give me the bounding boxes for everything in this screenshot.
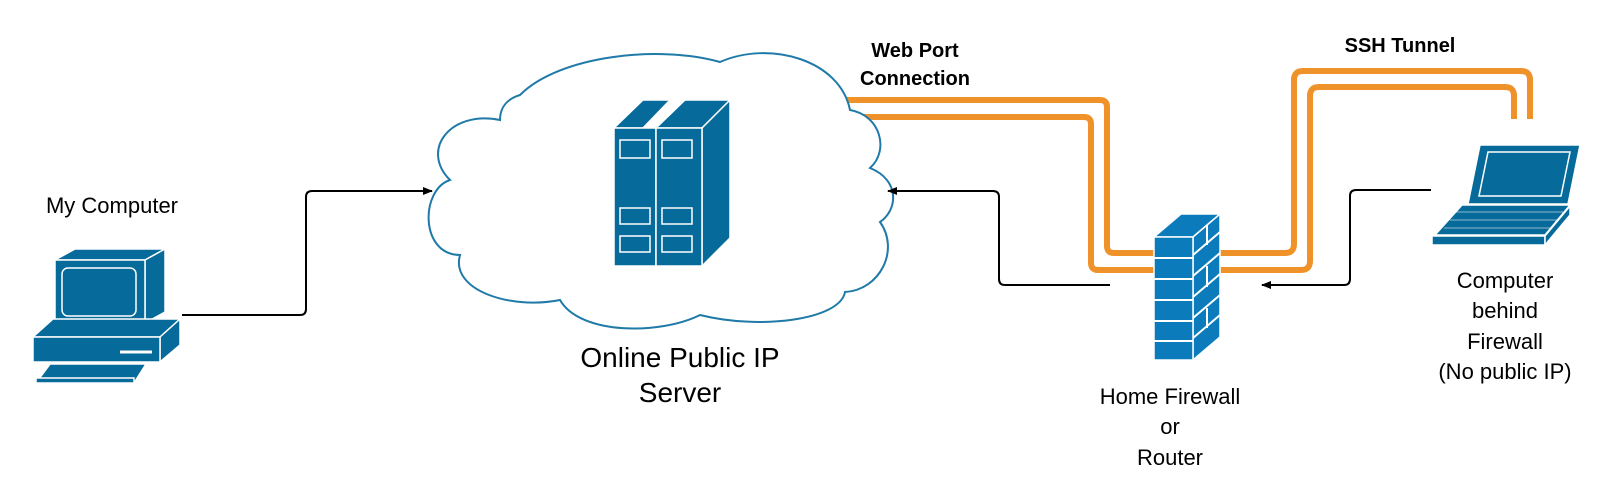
web-port-connection [845, 97, 1160, 273]
server-label-line2: Server [638, 377, 722, 408]
web-port-label-line1: Web Port [871, 40, 959, 62]
remote-computer-label-line4: (No public IP) [1438, 359, 1572, 385]
arrow-laptop-to-firewall [1261, 189, 1431, 289]
firewall-icon [1151, 212, 1223, 362]
laptop-icon [1431, 144, 1581, 248]
server-label-line1: Online Public IP [580, 342, 780, 373]
ssh-tunnel-line-outer [1220, 68, 1533, 256]
ssh-tunnel [1220, 68, 1533, 273]
firewall-label-line1: Home Firewall [1099, 384, 1241, 409]
remote-computer-label-line1: Computer [1456, 268, 1554, 293]
remote-computer-label: Computer behind Firewall (No public IP) [1410, 266, 1600, 387]
server-label: Online Public IP Server [540, 340, 820, 410]
firewall-label: Home Firewall or Router [1070, 382, 1270, 473]
firewall-label-line2: or [1160, 414, 1180, 440]
remote-computer-label-line2: behind [1471, 298, 1539, 324]
web-port-label-line2: Connection [860, 67, 970, 90]
ssh-tunnel-label: SSH Tunnel [1344, 35, 1456, 57]
remote-computer-label-line3: Firewall [1467, 328, 1543, 354]
arrow-my-computer-to-server [182, 187, 433, 316]
web-port-line-outer [845, 97, 1160, 256]
firewall-label-line3: Router [1136, 444, 1204, 470]
desktop-computer-icon [31, 247, 182, 384]
web-port-label: Web Port Connection [830, 38, 1000, 93]
arrow-firewall-to-server [887, 187, 1110, 286]
web-port-line-inner [850, 114, 1160, 273]
server-icon [612, 98, 732, 268]
my-computer-label: My Computer [45, 193, 179, 218]
ssh-tunnel-line-inner [1220, 84, 1517, 273]
